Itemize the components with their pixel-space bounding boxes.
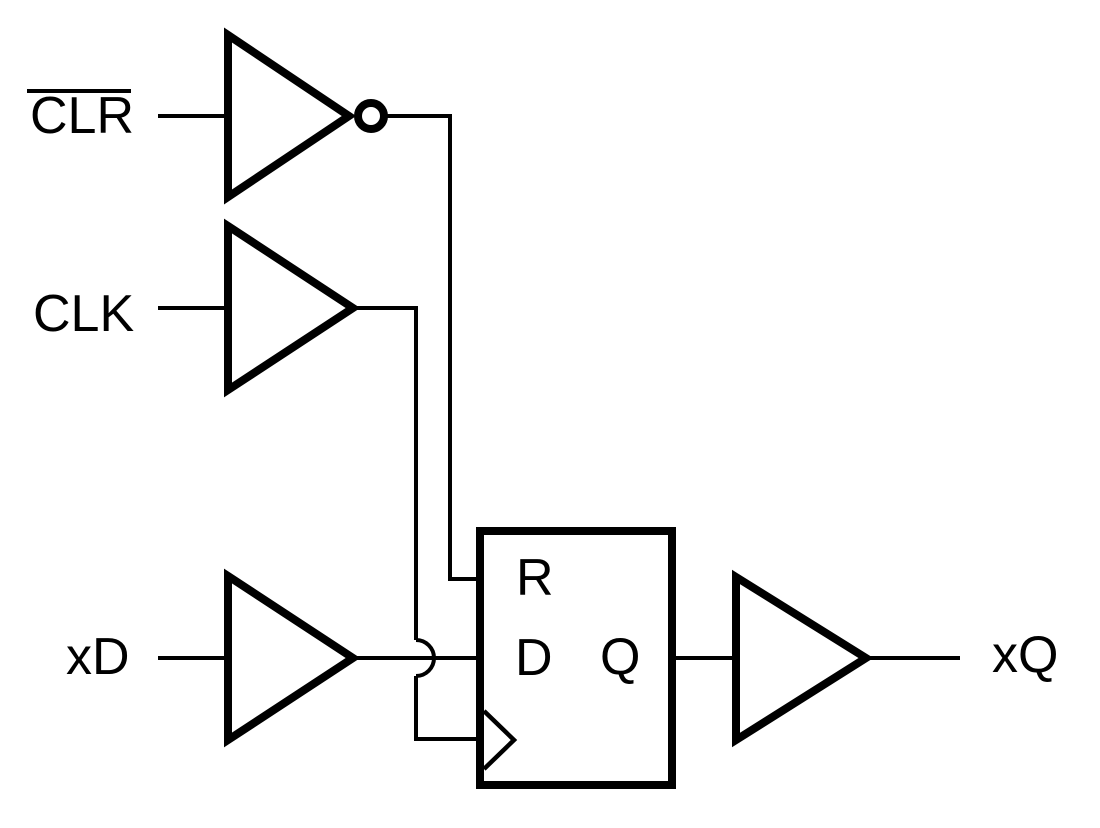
clk-to-clock-wire-lower <box>414 676 479 741</box>
xq-label: xQ <box>992 626 1058 684</box>
dff-reset-label: R <box>516 549 554 607</box>
clk-label: CLK <box>33 285 134 343</box>
dff-output-label: Q <box>600 628 640 686</box>
xd-buffer-gate-icon <box>224 568 361 748</box>
clr-inverter-gate-icon <box>224 27 357 205</box>
clk-to-clock-wire-upper <box>353 306 418 640</box>
clk-buffer-gate-icon <box>224 218 361 398</box>
xd-label: xD <box>66 628 130 686</box>
clr-label: CLR <box>30 87 134 145</box>
output-buffer-gate-icon <box>732 569 874 748</box>
dff-data-label: D <box>515 629 553 687</box>
clr-to-reset-wire <box>385 114 479 581</box>
clr-negation-bubble-icon <box>354 99 388 133</box>
dff-clock-edge-icon <box>482 709 518 771</box>
